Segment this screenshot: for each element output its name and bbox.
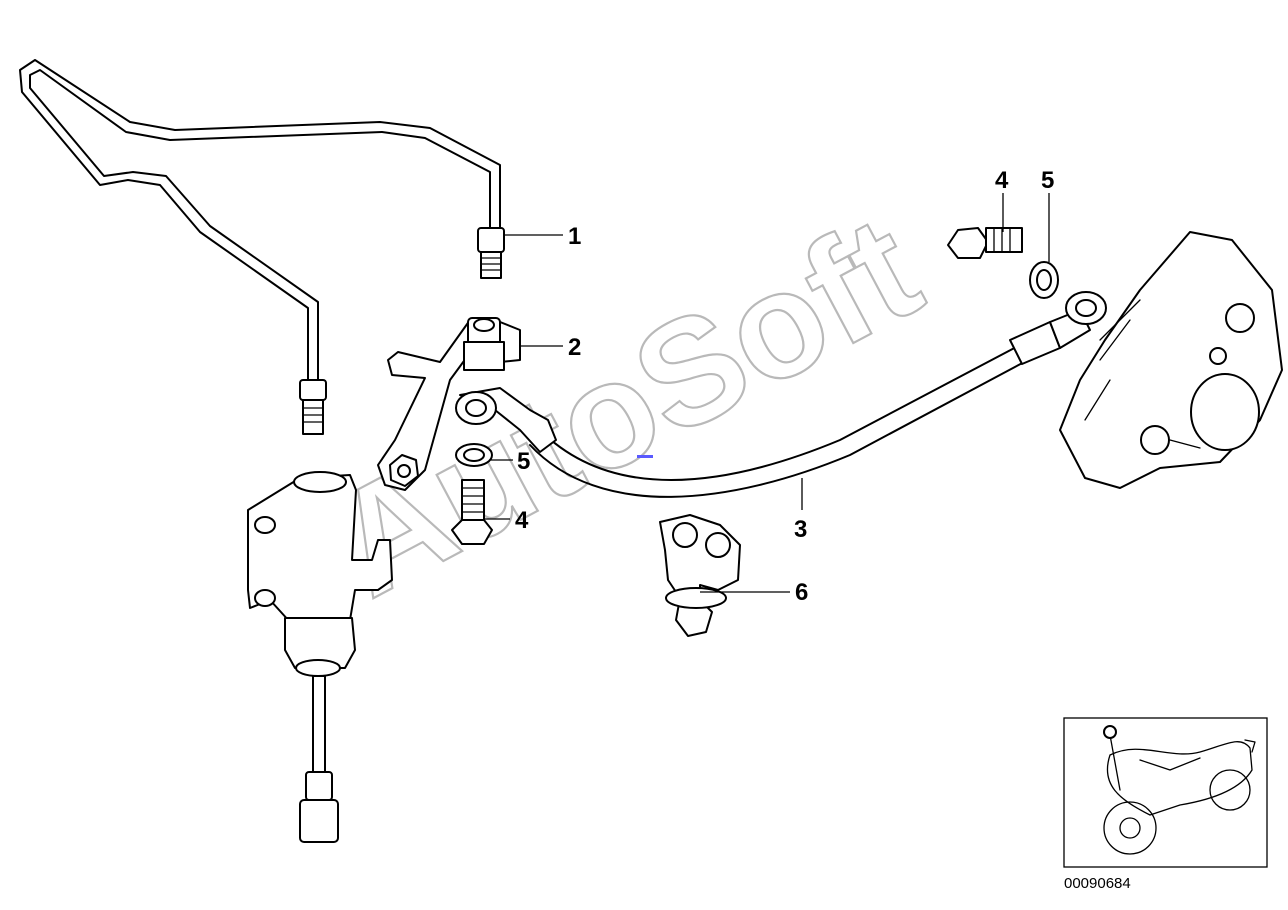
motorcycle-locator-thumbnail bbox=[1063, 717, 1268, 868]
banjo-bolt-right bbox=[947, 227, 1023, 259]
leader-lines bbox=[485, 193, 1050, 593]
master-cylinder bbox=[247, 471, 393, 843]
distributor-bracket bbox=[377, 317, 521, 491]
brake-hose bbox=[455, 291, 1107, 498]
blue-mark bbox=[637, 455, 653, 458]
sealing-washer-right bbox=[1029, 261, 1059, 299]
diagram-reference-number: 00090684 bbox=[1064, 875, 1131, 892]
callout-3: 3 bbox=[794, 516, 807, 543]
banjo-bolt-left bbox=[451, 479, 493, 545]
callout-4-right: 4 bbox=[995, 167, 1009, 194]
callout-5-left: 5 bbox=[517, 448, 530, 475]
callout-5-right: 5 bbox=[1041, 167, 1054, 194]
motorcycle-icon bbox=[1103, 725, 1256, 855]
sealing-washer-left bbox=[455, 443, 493, 467]
brake-line-pipe bbox=[19, 59, 505, 435]
brake-caliper bbox=[1059, 231, 1283, 489]
callout-6: 6 bbox=[795, 579, 808, 606]
watermark-text: AutoSoft bbox=[306, 183, 944, 629]
callout-1: 1 bbox=[568, 223, 581, 250]
callout-4-left: 4 bbox=[515, 507, 529, 534]
callout-2: 2 bbox=[568, 334, 581, 361]
hose-clip bbox=[659, 514, 741, 637]
